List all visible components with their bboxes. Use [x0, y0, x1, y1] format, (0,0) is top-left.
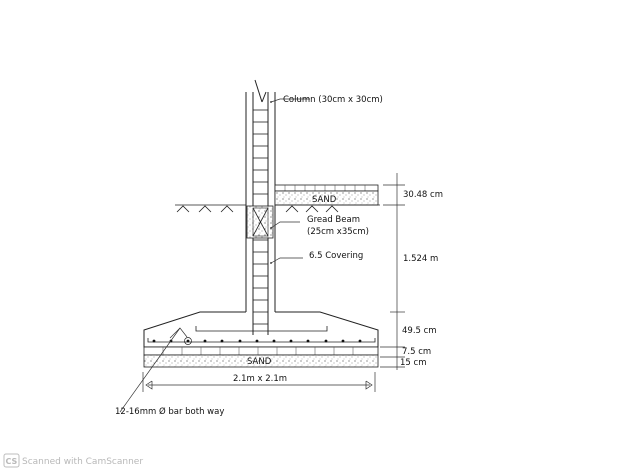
- column-ties: [253, 109, 268, 325]
- camscanner-watermark: CS Scanned with CamScanner: [3, 453, 143, 468]
- dim-slab: 30.48 cm: [403, 190, 443, 200]
- column-label: Column (30cm x 30cm): [283, 95, 383, 105]
- grade-beam: [246, 205, 274, 239]
- footing-size-label: 2.1m x 2.1m: [233, 374, 287, 384]
- width-dimension: [142, 372, 376, 392]
- sand-bottom-label: SAND: [247, 357, 272, 367]
- cs-logo-icon: CS: [6, 457, 18, 466]
- grade-beam-label-1: Gread Beam: [307, 215, 360, 225]
- dim-lean: 7.5 cm: [402, 347, 431, 357]
- lean-concrete: [143, 346, 379, 368]
- height-dimension: [380, 173, 405, 370]
- bottom-reinforcement: [147, 338, 376, 343]
- grade-beam-leader: [270, 221, 300, 229]
- dim-sand: 15 cm: [400, 358, 426, 368]
- covering-label: 6.5 Covering: [309, 251, 363, 261]
- grade-beam-label-2: (25cm x35cm): [307, 227, 369, 237]
- top-reinforcement: [195, 326, 328, 332]
- dim-footing: 49.5 cm: [402, 326, 437, 336]
- covering-leader: [270, 257, 303, 264]
- rebar-label: 12-16mm Ø bar both way: [115, 406, 224, 417]
- column-leader: [270, 98, 310, 103]
- dim-pedestal: 1.524 m: [403, 254, 438, 264]
- floor-slab: [274, 184, 379, 206]
- sand-top-label: SAND: [312, 195, 337, 205]
- rebar-leader: [119, 327, 188, 413]
- ground-line: [175, 204, 380, 213]
- watermark-text: Scanned with CamScanner: [22, 457, 143, 467]
